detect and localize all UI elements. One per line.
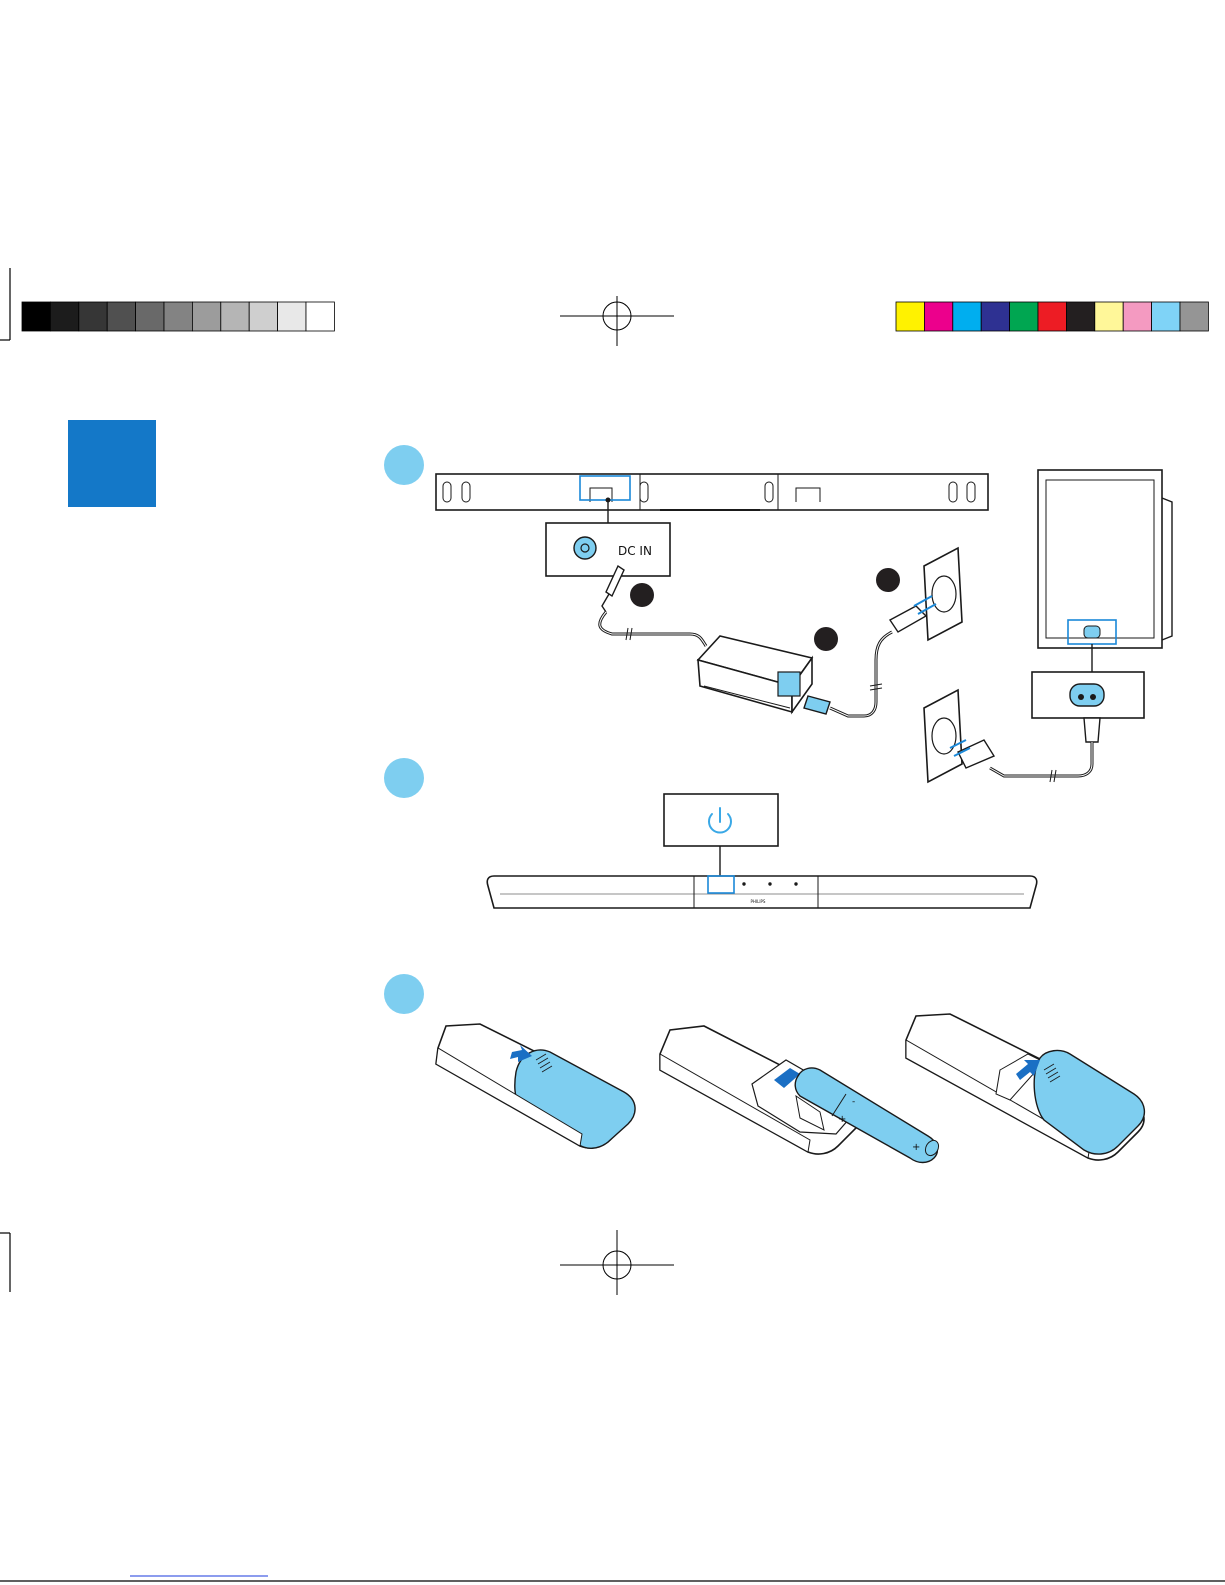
printer-marks <box>0 268 1225 1581</box>
wall-outlet-upper <box>890 548 962 640</box>
dc-in-callout: DC IN <box>546 523 670 576</box>
grayscale-swatch <box>278 302 306 331</box>
color-swatch <box>1180 302 1208 331</box>
svg-text:+: + <box>838 1114 846 1125</box>
grayscale-swatch <box>79 302 107 331</box>
subwoofer-cable <box>990 718 1100 782</box>
grayscale-swatch <box>249 302 277 331</box>
subwoofer <box>1038 470 1172 648</box>
color-swatch <box>953 302 981 331</box>
grayscale-swatch <box>192 302 220 331</box>
color-swatch <box>896 302 924 331</box>
step-2-marker <box>384 758 424 798</box>
dc-in-socket-icon <box>574 537 596 559</box>
color-swatch <box>1152 302 1180 331</box>
grayscale-swatch <box>136 302 164 331</box>
wall-outlet-lower <box>924 690 994 782</box>
dc-cable <box>600 566 706 646</box>
registration-mark-top <box>560 296 674 346</box>
grayscale-swatch <box>22 302 50 331</box>
soundbar-front-view: PHILIPS <box>487 876 1037 908</box>
color-swatch <box>1095 302 1123 331</box>
connection-3-marker <box>876 568 900 592</box>
remote-cover-closed <box>436 1024 635 1148</box>
dc-in-label: DC IN <box>618 544 652 558</box>
grayscale-swatch <box>164 302 192 331</box>
grayscale-swatch <box>107 302 135 331</box>
grayscale-swatch <box>306 302 334 331</box>
ac-mains-callout <box>1032 672 1144 718</box>
color-swatch <box>924 302 952 331</box>
step-1-marker <box>384 445 424 485</box>
section-tab <box>68 420 156 507</box>
grayscale-swatch <box>50 302 78 331</box>
connection-2-marker <box>814 627 838 651</box>
soundbar-rear-view <box>436 474 988 510</box>
ac-mains-socket-icon <box>1070 684 1104 706</box>
remote-cover-replace <box>906 1014 1144 1160</box>
grayscale-color-bar <box>22 302 334 331</box>
svg-text:-: - <box>852 1097 855 1107</box>
registration-mark-bottom <box>560 1230 674 1295</box>
process-color-bar <box>896 302 1208 331</box>
power-button-callout <box>664 794 778 846</box>
step-3-marker <box>384 974 424 1014</box>
adapter-ac-inlet <box>778 672 800 696</box>
color-swatch <box>1010 302 1038 331</box>
grayscale-swatch <box>221 302 249 331</box>
remote-battery-insertion: + + - <box>660 1026 941 1163</box>
color-swatch <box>1123 302 1151 331</box>
color-swatch <box>1066 302 1094 331</box>
brand-logo: PHILIPS <box>751 899 766 904</box>
color-swatch <box>981 302 1009 331</box>
connection-1-marker <box>630 583 654 607</box>
svg-text:+: + <box>912 1142 920 1153</box>
color-swatch <box>1038 302 1066 331</box>
